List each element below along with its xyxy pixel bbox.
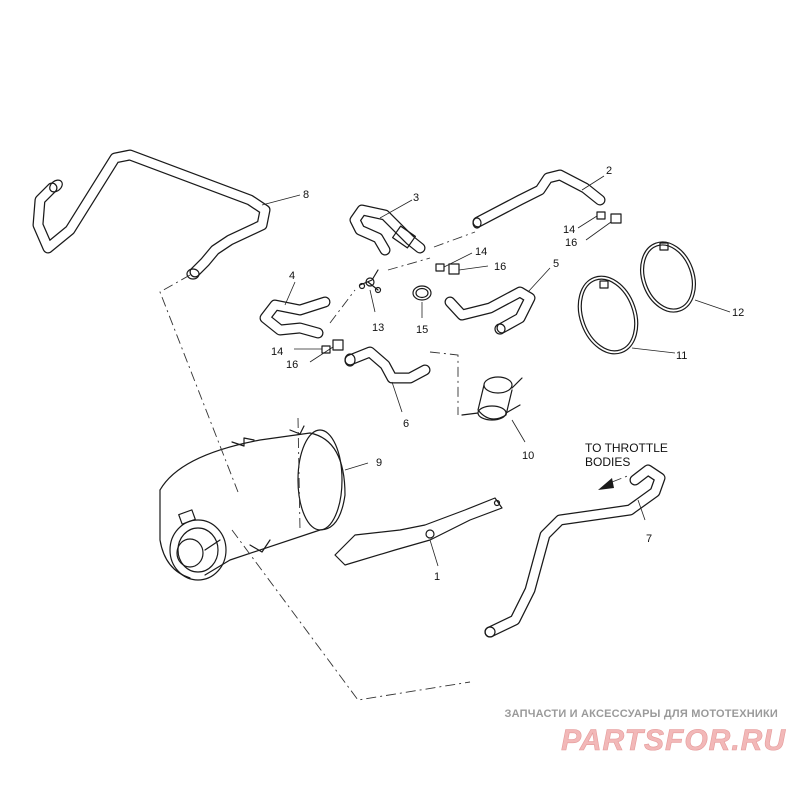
watermark-tagline: ЗАПЧАСТИ И АКСЕССУАРЫ ДЛЯ МОТОТЕХНИКИ bbox=[505, 708, 778, 720]
hose-8 bbox=[32, 149, 271, 280]
callouts: 1 2 3 4 5 6 7 8 9 10 11 12 13 14 14 14 1… bbox=[271, 165, 744, 583]
annotation-line-1: TO THROTTLE bbox=[585, 441, 668, 455]
callout-12: 12 bbox=[732, 307, 744, 319]
bracket-1 bbox=[334, 497, 503, 566]
watermark-brand: PARTSFOR.RU bbox=[561, 724, 786, 757]
callout-14-right: 14 bbox=[563, 224, 575, 236]
callout-3: 3 bbox=[413, 192, 419, 204]
callout-4: 4 bbox=[289, 270, 295, 282]
hose-6 bbox=[344, 346, 431, 384]
ring-12 bbox=[640, 241, 696, 313]
hose-5 bbox=[444, 286, 536, 335]
hose-3 bbox=[349, 204, 426, 256]
callout-6: 6 bbox=[403, 418, 409, 430]
fittings-14-16-right bbox=[596, 211, 622, 224]
callout-5: 5 bbox=[553, 258, 559, 270]
fittings-14-16-left bbox=[321, 339, 344, 354]
callout-2: 2 bbox=[606, 165, 612, 177]
direction-arrow bbox=[598, 474, 631, 490]
callout-14-left: 14 bbox=[271, 346, 283, 358]
valve-10 bbox=[461, 376, 523, 421]
leader-lines bbox=[261, 175, 731, 567]
callout-7: 7 bbox=[646, 533, 652, 545]
hose-2 bbox=[472, 169, 606, 229]
canister-9 bbox=[159, 425, 346, 581]
hose-7 bbox=[484, 464, 666, 638]
annotation-line-2: BODIES bbox=[585, 455, 630, 469]
callout-11: 11 bbox=[676, 350, 687, 362]
ring-11 bbox=[577, 275, 639, 355]
callout-16-right: 16 bbox=[565, 237, 577, 249]
callout-14-center: 14 bbox=[475, 246, 487, 258]
callout-9: 9 bbox=[376, 457, 382, 469]
callout-16-left: 16 bbox=[286, 359, 298, 371]
t-fitting-13 bbox=[358, 269, 382, 294]
connection-lines bbox=[159, 231, 476, 701]
callout-16-center: 16 bbox=[494, 261, 506, 273]
callout-10: 10 bbox=[522, 450, 534, 462]
callout-13: 13 bbox=[372, 322, 384, 334]
callout-15: 15 bbox=[416, 324, 428, 336]
callout-8: 8 bbox=[303, 189, 309, 201]
fittings-14-16-center bbox=[435, 263, 460, 275]
hose-4 bbox=[259, 296, 331, 339]
watermark: ЗАПЧАСТИ И АКСЕССУАРЫ ДЛЯ МОТОТЕХНИКИ PA… bbox=[505, 708, 786, 757]
callout-1: 1 bbox=[434, 571, 440, 583]
clamp-15 bbox=[412, 285, 432, 301]
throttle-annotation: TO THROTTLE BODIES bbox=[585, 441, 668, 469]
